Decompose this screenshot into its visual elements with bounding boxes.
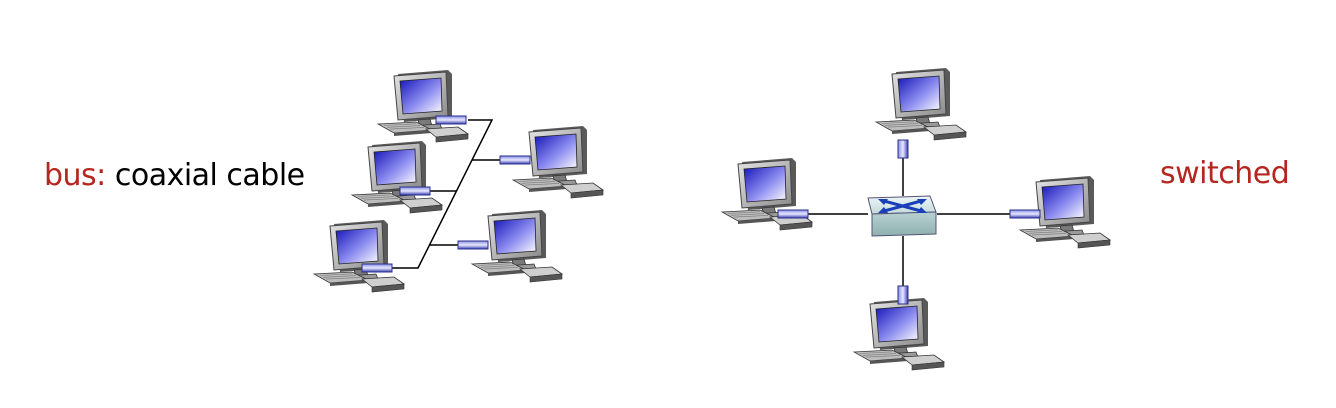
bus-host-4: [499, 125, 604, 199]
switched-host-bottom: [853, 285, 945, 371]
bus-host-1: [377, 69, 469, 143]
bus-host-2: [351, 140, 443, 214]
bus-prefix-label: bus:: [44, 158, 106, 193]
switch-links: [806, 158, 1010, 286]
switched-label: switched: [1160, 156, 1290, 191]
switched-host-left: [721, 157, 813, 231]
switched-host-top: [875, 67, 967, 159]
bus-cable: [392, 119, 500, 269]
bus-label: bus: coaxial cable: [44, 158, 305, 194]
bus-host-5: [457, 209, 563, 283]
bus-host-3: [313, 219, 405, 293]
switched-host-right: [1009, 175, 1111, 249]
switch-icon: [867, 195, 937, 237]
bus-cable-label: coaxial cable: [114, 158, 305, 193]
